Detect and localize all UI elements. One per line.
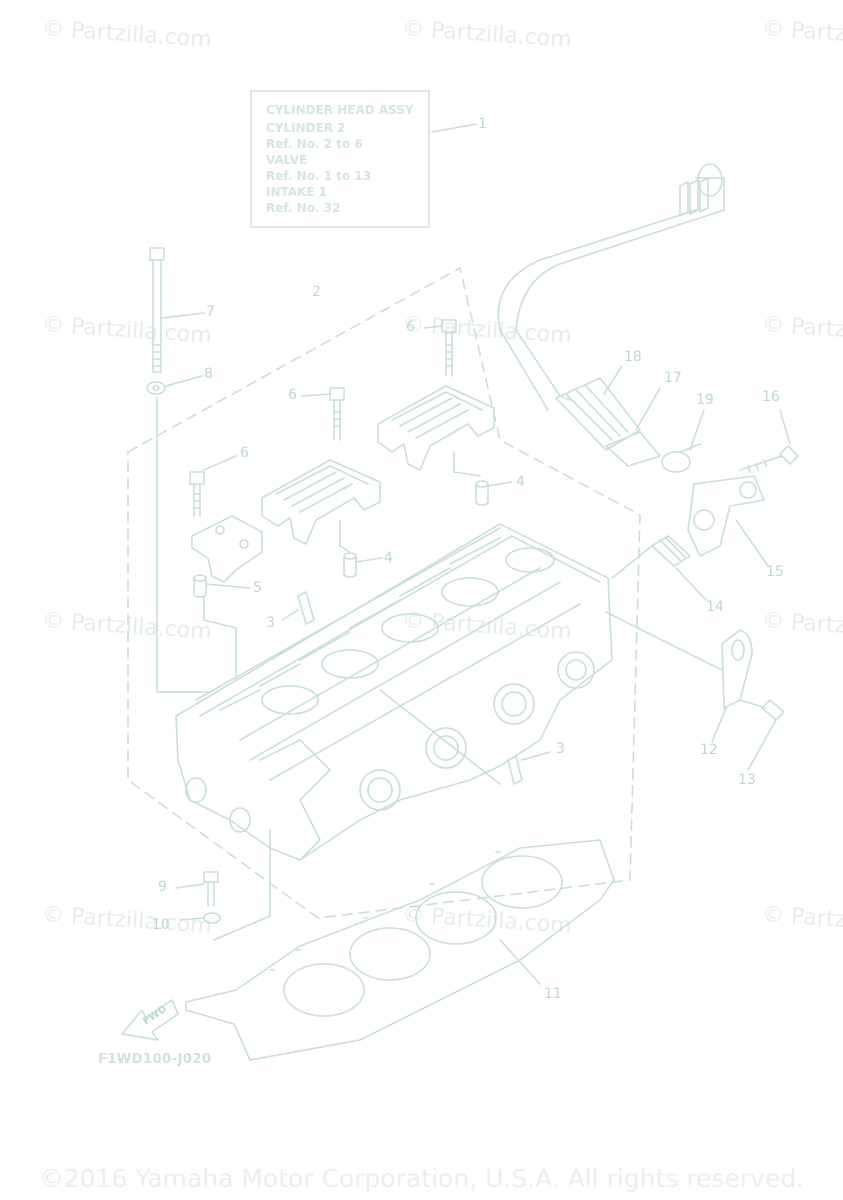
callout-15: 15 bbox=[766, 564, 784, 580]
bolt bbox=[441, 319, 457, 377]
callout-10: 10 bbox=[152, 917, 170, 933]
callout-2: 2 bbox=[312, 284, 321, 300]
legend-line: CYLINDER 2 bbox=[266, 121, 346, 135]
dowel-pin bbox=[343, 552, 357, 578]
dowel-pin bbox=[193, 574, 207, 598]
bolt bbox=[203, 871, 219, 907]
hose-clamp bbox=[661, 451, 691, 473]
callout-19: 19 bbox=[696, 392, 714, 408]
leader-line bbox=[203, 455, 237, 471]
leader-line bbox=[165, 375, 203, 387]
legend-line: Ref. No. 1 to 13 bbox=[266, 169, 372, 183]
leader-line bbox=[689, 409, 705, 451]
stud-bolt bbox=[507, 755, 523, 785]
callout-4: 4 bbox=[516, 474, 525, 490]
dowel-pin bbox=[475, 480, 489, 506]
washer bbox=[203, 912, 221, 924]
leader-line bbox=[735, 519, 769, 567]
bolt bbox=[189, 471, 205, 517]
bolt bbox=[739, 699, 785, 721]
callout-17: 17 bbox=[664, 370, 682, 386]
callout-13: 13 bbox=[738, 772, 756, 788]
camshaft-cap bbox=[377, 385, 495, 471]
leader-line bbox=[301, 393, 331, 397]
callout-3: 3 bbox=[556, 741, 565, 757]
camshaft-cap bbox=[191, 515, 263, 583]
callout-5: 5 bbox=[253, 580, 262, 596]
pipe-bellows bbox=[555, 377, 641, 451]
leader-line bbox=[675, 567, 707, 601]
camshaft-cap bbox=[261, 459, 381, 545]
long-bolt bbox=[149, 247, 165, 373]
legend-line: INTAKE 1 bbox=[266, 185, 328, 199]
leader-line bbox=[161, 312, 205, 319]
callout-7: 7 bbox=[206, 304, 215, 320]
guide-line bbox=[213, 829, 271, 941]
callout-14: 14 bbox=[706, 599, 724, 615]
guide-line bbox=[611, 545, 653, 579]
leader-line bbox=[175, 883, 205, 889]
cylinder-head bbox=[175, 523, 613, 861]
thermostat-cover bbox=[687, 475, 765, 557]
leader-line bbox=[205, 583, 251, 589]
leader-line bbox=[355, 557, 383, 563]
callout-12: 12 bbox=[700, 742, 718, 758]
callout-8: 8 bbox=[204, 366, 213, 382]
leader-line bbox=[281, 609, 299, 621]
exhaust-port bbox=[425, 727, 467, 769]
callout-3: 3 bbox=[266, 615, 275, 631]
stud-bolt bbox=[297, 591, 315, 625]
assembly-outline bbox=[127, 267, 641, 919]
legend-title: CYLINDER HEAD ASSY bbox=[266, 103, 414, 117]
exhaust-port bbox=[359, 769, 401, 811]
washer bbox=[146, 381, 166, 395]
leader-line bbox=[521, 751, 551, 761]
pipe-end bbox=[605, 431, 661, 467]
water-pipe bbox=[515, 177, 725, 401]
guide-line bbox=[156, 397, 201, 693]
callout-6: 6 bbox=[406, 319, 415, 335]
callout-6: 6 bbox=[288, 387, 297, 403]
callout-1: 1 bbox=[478, 116, 487, 132]
bolt bbox=[739, 445, 799, 471]
guide-line bbox=[159, 451, 481, 693]
leader-line bbox=[711, 707, 777, 771]
copyright-notice: ©2016 Yamaha Motor Corporation, U.S.A. A… bbox=[38, 1164, 805, 1193]
legend-box: CYLINDER HEAD ASSY CYLINDER 2 Ref. No. 2… bbox=[250, 90, 430, 228]
callout-11: 11 bbox=[544, 986, 562, 1002]
bracket bbox=[721, 629, 753, 709]
exhaust-port bbox=[557, 651, 595, 689]
guide-line bbox=[379, 689, 501, 785]
part-code: F1WD100-J020 bbox=[98, 1052, 212, 1067]
callout-16: 16 bbox=[762, 389, 780, 405]
callout-18: 18 bbox=[624, 349, 642, 365]
leader-line bbox=[779, 409, 791, 445]
bolt bbox=[329, 387, 345, 441]
legend-line: VALVE bbox=[266, 153, 308, 167]
legend-line: Ref. No. 32 bbox=[266, 201, 341, 215]
leader-line bbox=[179, 917, 205, 921]
leader-line bbox=[431, 123, 477, 133]
callout-6: 6 bbox=[240, 445, 249, 461]
callout-9: 9 bbox=[158, 879, 167, 895]
fwd-arrow bbox=[121, 999, 179, 1041]
callout-4: 4 bbox=[384, 550, 393, 566]
leader-line bbox=[423, 325, 443, 329]
leader-line bbox=[487, 481, 513, 487]
leader-line bbox=[499, 939, 541, 985]
thermostat bbox=[651, 535, 691, 567]
leader-line bbox=[603, 365, 661, 431]
head-gasket bbox=[185, 839, 615, 1061]
exhaust-port bbox=[493, 683, 535, 725]
legend-line: Ref. No. 2 to 6 bbox=[266, 137, 363, 151]
guide-line bbox=[605, 611, 723, 671]
